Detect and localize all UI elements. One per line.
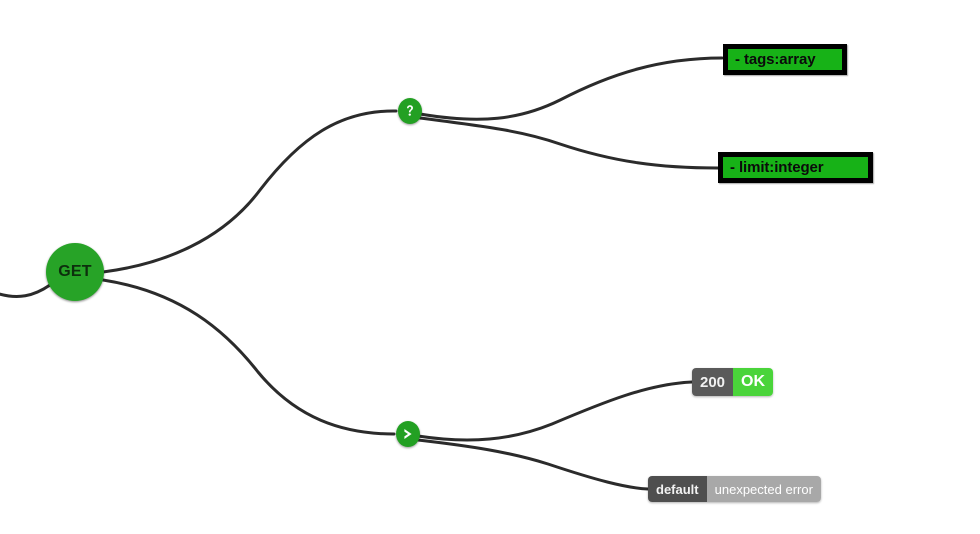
http-method-node-get[interactable]: GET xyxy=(46,243,104,301)
response-badge-default[interactable]: default unexpected error xyxy=(648,476,821,502)
response-badge-200[interactable]: 200 OK xyxy=(692,368,774,396)
branch-node-parameters[interactable] xyxy=(398,98,422,124)
response-status-description: unexpected error xyxy=(706,476,821,502)
edge-root-to-parameters xyxy=(101,109,398,274)
response-status-code: default xyxy=(648,476,707,502)
edge-responses-to-200 xyxy=(416,380,694,442)
response-status-description: OK xyxy=(733,368,774,396)
parameter-text: - tags:array xyxy=(735,51,816,68)
parameter-label-tags[interactable]: - tags:array xyxy=(723,44,847,75)
arrow-right-icon xyxy=(404,429,412,439)
edge-root-to-responses xyxy=(101,278,396,436)
http-method-label: GET xyxy=(58,263,92,280)
response-status-code: 200 xyxy=(692,368,734,396)
edge-responses-to-default xyxy=(416,438,650,491)
parameter-text: - limit:integer xyxy=(730,159,824,176)
edge-incoming-root xyxy=(0,283,52,298)
branch-node-responses[interactable] xyxy=(396,421,420,447)
edge-parameters-to-tags xyxy=(418,56,724,121)
parameter-label-limit[interactable]: - limit:integer xyxy=(718,152,873,183)
question-mark-icon xyxy=(407,105,413,116)
edge-parameters-to-limit xyxy=(418,116,720,170)
